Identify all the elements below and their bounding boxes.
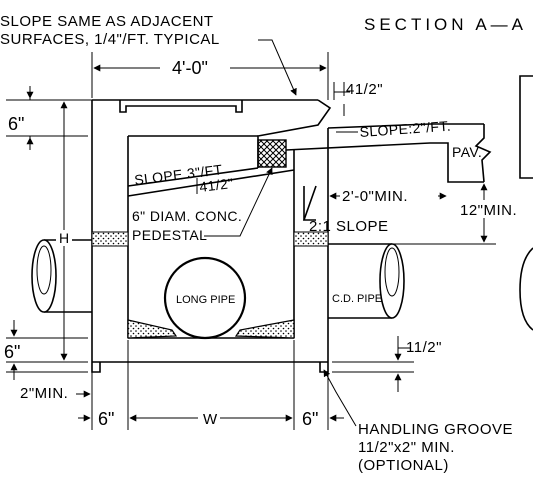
dim-12-min: 12"MIN. bbox=[460, 202, 517, 219]
edge-box-lines bbox=[519, 75, 533, 179]
right-pipe-end bbox=[379, 243, 405, 319]
note-handling-line1: HANDLING GROOVE bbox=[358, 421, 513, 438]
dim-width-top: 4'-0" bbox=[172, 58, 208, 78]
dim-11-2-lines bbox=[332, 336, 414, 392]
floor-bedding-left bbox=[127, 319, 178, 339]
section-title: SECTION A—A bbox=[364, 15, 527, 34]
pavement-label: PAV. bbox=[452, 144, 482, 160]
dim-41-2-top: 41/2" bbox=[346, 81, 383, 98]
dim-2-min: 2"MIN. bbox=[20, 385, 68, 402]
note-21-slope: 2:1 SLOPE bbox=[309, 218, 389, 235]
dim-6-top: 6" bbox=[8, 114, 24, 134]
right-wall-seal bbox=[293, 231, 329, 247]
note-handling-line3: (OPTIONAL) bbox=[358, 457, 449, 474]
dim-6-bottom-r: 6" bbox=[302, 409, 318, 429]
dim-6-bottom-left: 6" bbox=[4, 342, 20, 362]
leader-slope-note bbox=[258, 39, 297, 96]
left-pipe-end bbox=[31, 239, 57, 313]
leader-pedestal bbox=[204, 167, 273, 237]
dim-2ft-bg bbox=[340, 186, 438, 204]
dim-h: H bbox=[59, 230, 70, 246]
pavement-top-surface bbox=[327, 123, 484, 129]
right-pipe-end-inner bbox=[384, 247, 400, 297]
dim-h-bg bbox=[56, 230, 72, 246]
note-pedestal-line2: PEDESTAL bbox=[132, 227, 207, 243]
cd-pipe-label: C.D. PIPE bbox=[332, 293, 382, 305]
leader-handling-groove bbox=[323, 369, 357, 427]
dim-6-bottom-l: 6" bbox=[98, 409, 114, 429]
dim-w: W bbox=[203, 411, 218, 428]
edge-pipe-arc bbox=[519, 247, 533, 331]
dim-41-2-top-lines bbox=[333, 82, 350, 116]
long-pipe bbox=[163, 256, 247, 340]
note-handling-line2: 11/2"x2" MIN. bbox=[358, 439, 455, 456]
interior-slope-line-top bbox=[127, 167, 259, 187]
floor-bedding-right bbox=[234, 319, 295, 339]
dim-12-bg bbox=[458, 200, 533, 218]
grate-frame bbox=[119, 100, 243, 113]
pavement-lower-surface bbox=[285, 142, 484, 183]
left-pipe-end-inner bbox=[36, 245, 52, 295]
note-pedestal-line1: 6" DIAM. CONC. bbox=[132, 208, 242, 224]
handling-groove-left bbox=[91, 362, 101, 373]
dim-w-bg bbox=[198, 408, 220, 428]
dim-width-bg bbox=[160, 55, 230, 77]
dim-41-2-inner: 41/2" bbox=[198, 175, 234, 195]
dim-11-2: 11/2" bbox=[406, 339, 442, 356]
crosshatch-block bbox=[257, 139, 287, 168]
long-pipe-label: LONG PIPE bbox=[176, 294, 235, 306]
pavement-break-line bbox=[474, 124, 492, 183]
left-wall-seal bbox=[91, 231, 129, 247]
side-slope-line bbox=[302, 185, 317, 221]
note-slope-adjacent-line2: SURFACES, 1/4"/FT. TYPICAL bbox=[0, 31, 220, 48]
dim-2ft-min: 2'-0"MIN. bbox=[342, 188, 408, 205]
note-slope-adjacent-line1: SLOPE SAME AS ADJACENT bbox=[0, 13, 214, 30]
note-slope-2: SLOPE:2"/FT. bbox=[359, 118, 451, 140]
